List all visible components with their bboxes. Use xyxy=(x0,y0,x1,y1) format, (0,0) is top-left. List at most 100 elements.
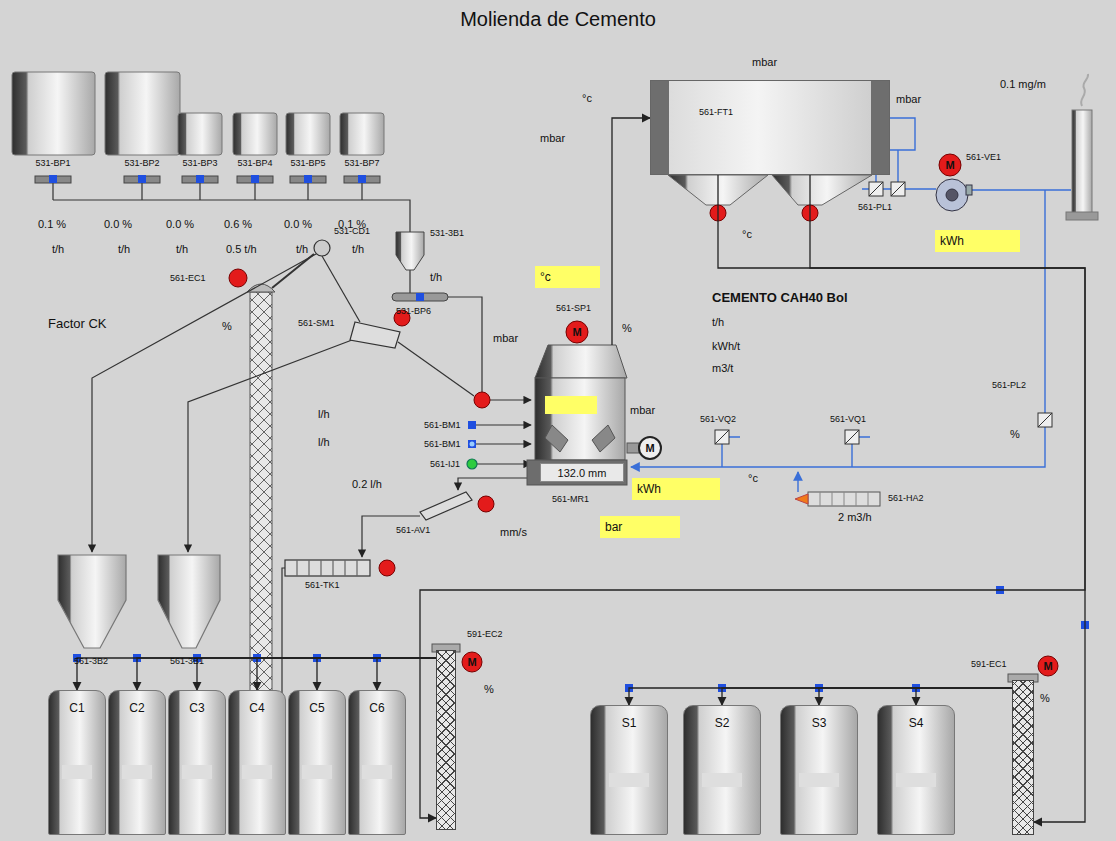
tag-label: l/h xyxy=(318,408,330,420)
node-label: C4 xyxy=(249,701,264,715)
separator-circuit xyxy=(158,555,220,648)
weigh-feeder xyxy=(196,175,204,183)
tag-label: mm/s xyxy=(500,526,527,538)
node-label: kWh xyxy=(637,482,661,496)
bucket-elevator: 591-EC1 xyxy=(1012,680,1034,835)
tag-label: % xyxy=(222,320,232,332)
value-box: kWh xyxy=(935,230,1020,252)
tag-label: 561-EC1 xyxy=(170,273,206,283)
mill-feeds xyxy=(276,421,531,698)
status-square xyxy=(73,586,1089,692)
tag-label: 0.5 t/h xyxy=(226,243,257,255)
tag-label: 0.6 % xyxy=(224,218,252,230)
node-label: 561-FT1 xyxy=(699,107,733,117)
tag-label: t/h xyxy=(118,243,130,255)
tag-label: 0.1 % xyxy=(38,218,66,230)
motor-symbol xyxy=(474,392,490,408)
motor-symbol xyxy=(462,652,482,672)
weigh-feeder xyxy=(344,176,380,183)
tag-label: 561-SP1 xyxy=(556,303,591,313)
motor-symbol xyxy=(939,154,961,176)
tag-label: 561-AV1 xyxy=(396,525,430,535)
weigh-feeder xyxy=(396,232,424,270)
tag-label: °c xyxy=(582,92,592,104)
stack xyxy=(1081,74,1088,106)
damper xyxy=(715,182,1052,444)
tag-label: CEMENTO CAH40 Bol xyxy=(712,290,848,305)
feed-bins xyxy=(105,72,180,155)
vertical-mill-drawing xyxy=(535,378,625,460)
feed-bins xyxy=(233,113,277,155)
mill-feeds xyxy=(362,516,420,557)
separator-circuit xyxy=(322,256,360,322)
feed-bins xyxy=(12,72,95,155)
weigh-feeder xyxy=(138,175,146,183)
tag-label: 531-3B1 xyxy=(430,228,464,238)
gas-circuit xyxy=(631,190,1045,467)
tag-label: mbar xyxy=(493,332,518,344)
node-label: 591-EC2 xyxy=(467,629,503,639)
weigh-feeder xyxy=(35,176,71,183)
silo: S4 xyxy=(877,705,955,835)
material-flow-line xyxy=(197,658,436,690)
value-box: bar xyxy=(600,516,680,538)
tag-label: 561-VQ2 xyxy=(700,414,736,424)
hot-gas-generator xyxy=(795,494,808,504)
material-flow-line xyxy=(317,658,436,690)
tag-label: 0.0 % xyxy=(166,218,194,230)
separator-circuit xyxy=(398,342,474,396)
gas-circuit xyxy=(797,472,798,492)
weigh-feeder xyxy=(416,293,424,301)
node-label: S4 xyxy=(909,716,924,730)
tag-label: 561-BM1 xyxy=(424,439,461,449)
stack xyxy=(1072,110,1092,215)
separator-circuit xyxy=(350,322,400,348)
motor-letter: M xyxy=(572,326,581,338)
tag-label: % xyxy=(1010,428,1020,440)
hot-gas-generator xyxy=(795,492,880,506)
silo: C2 xyxy=(108,690,166,835)
weigh-feeder xyxy=(392,293,448,301)
weigh-feeder xyxy=(304,175,312,183)
motor-letter: M xyxy=(1043,660,1052,672)
mill-feeds xyxy=(420,492,472,520)
tag-label: 531-BP1 xyxy=(35,158,70,168)
weigh-feeder xyxy=(358,175,366,183)
node-label: C6 xyxy=(369,701,384,715)
feed-bins xyxy=(340,113,384,155)
feed-line xyxy=(410,270,531,400)
silo: C1 xyxy=(48,690,106,835)
feed-bins xyxy=(12,72,384,155)
exhaust-fan xyxy=(946,189,958,201)
node-label: C2 xyxy=(129,701,144,715)
mill-feeds xyxy=(477,463,531,464)
vertical-mill-drawing xyxy=(627,443,639,453)
tag-label: % xyxy=(484,683,494,695)
mill-feeds xyxy=(476,424,531,425)
feed-bins xyxy=(178,113,222,155)
silo: C5 xyxy=(288,690,346,835)
node-label: bar xyxy=(605,520,622,534)
tag-label: 561-PL2 xyxy=(992,380,1026,390)
tag-label: 561-VQ1 xyxy=(830,414,866,424)
weigh-feeder xyxy=(251,175,259,183)
vertical-mill-drawing xyxy=(527,460,627,485)
node-label: 591-EC1 xyxy=(971,659,1007,669)
mill-feeds xyxy=(468,421,476,429)
node-label: 561-MR1 xyxy=(552,494,589,504)
weigh-feeder xyxy=(124,176,160,183)
tag-label: 531-BP4 xyxy=(237,158,272,168)
exhaust-fan xyxy=(936,179,968,211)
tag-label: % xyxy=(622,322,632,334)
stack xyxy=(1066,212,1098,220)
tag-label: 561-3B2 xyxy=(74,656,108,666)
tag-label: 561-SM1 xyxy=(298,318,335,328)
tag-label: 0.0 % xyxy=(284,218,312,230)
vertical-mill-drawing xyxy=(535,345,627,378)
tag-label: mbar xyxy=(896,93,921,105)
vertical-mill: 132.0 mm561-MR1 xyxy=(527,345,627,485)
motor-letter: M xyxy=(945,159,954,171)
material-flow-line xyxy=(377,658,436,690)
motor-symbol xyxy=(229,154,1058,676)
hot-gas-generator xyxy=(820,492,868,506)
